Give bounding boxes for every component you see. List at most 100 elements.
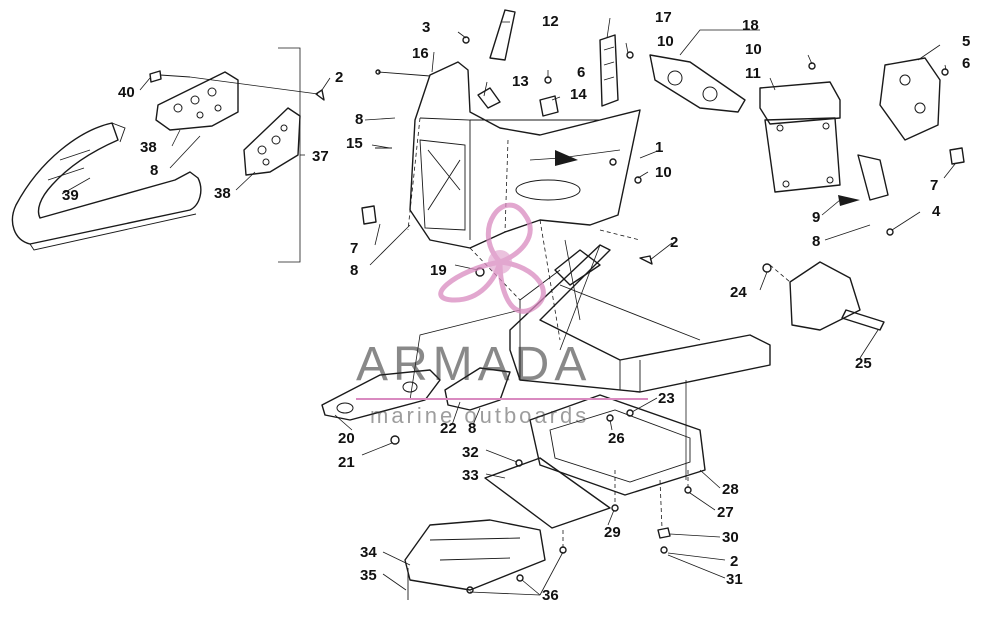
callout-12: 12: [542, 13, 559, 30]
panel-13: [477, 87, 501, 109]
plate-33: [484, 457, 611, 529]
watermark-divider: [356, 398, 648, 400]
callout-25: 25: [855, 355, 872, 372]
callout-14: 14: [570, 86, 587, 103]
callout-23: 23: [658, 390, 675, 407]
callout-38: 38: [140, 139, 157, 156]
callout-7: 7: [350, 240, 358, 257]
callout-39: 39: [62, 187, 79, 204]
tower-17: [599, 34, 619, 107]
callout-36: 36: [542, 587, 559, 604]
callout-34: 34: [360, 544, 377, 561]
mount-bracket-5: [879, 57, 941, 141]
callout-6: 6: [577, 64, 585, 81]
bumper-pad-7-icon: [361, 205, 377, 225]
callout-2: 2: [730, 553, 738, 570]
leader-lines: [61, 17, 956, 596]
callout-13: 13: [512, 73, 529, 90]
callout-26: 26: [608, 430, 625, 447]
callout-24: 24: [730, 284, 747, 301]
nut-10-icon: [626, 51, 634, 59]
callout-7: 7: [930, 177, 938, 194]
nut-10-icon: [634, 176, 642, 184]
clip-2-icon: [315, 89, 325, 101]
callout-27: 27: [717, 504, 734, 521]
screw-6-icon: [941, 68, 949, 76]
callout-3: 3: [422, 19, 430, 36]
callout-8: 8: [812, 233, 820, 250]
callout-16: 16: [412, 45, 429, 62]
main-frame: [509, 244, 771, 393]
nut-24-icon: [762, 263, 772, 273]
screw-4-icon: [886, 228, 894, 236]
bumper-bracket-38-upper: [155, 71, 239, 131]
callout-17: 17: [655, 9, 672, 26]
nut-10-icon: [808, 62, 816, 70]
screw-36-icon: [516, 574, 524, 582]
rear-mount-24: [789, 261, 861, 331]
callout-22: 22: [440, 420, 457, 437]
screw-3-icon: [462, 36, 470, 44]
bumper-pad-7-icon: [949, 147, 965, 165]
watermark-tagline: marine outboards: [370, 403, 590, 428]
callout-8: 8: [350, 262, 358, 279]
screw-36-icon: [466, 586, 474, 594]
front-frame-1: [409, 61, 641, 249]
callout-29: 29: [604, 524, 621, 541]
callout-2: 2: [670, 234, 678, 251]
callout-10: 10: [657, 33, 674, 50]
callout-10: 10: [745, 41, 762, 58]
callout-11: 11: [745, 65, 761, 82]
callout-15: 15: [346, 135, 363, 152]
screw-29-icon: [611, 504, 619, 512]
callout-40: 40: [118, 84, 135, 101]
fastener-icons: [315, 36, 965, 600]
guard-34: [404, 519, 546, 591]
callout-8: 8: [355, 111, 363, 128]
callout-37: 37: [312, 148, 329, 165]
screw-23-icon: [626, 409, 634, 417]
bumper-bracket-38-lower: [243, 107, 301, 176]
frame-arm-20: [321, 369, 441, 421]
callout-4: 4: [932, 203, 941, 220]
callout-8: 8: [150, 162, 158, 179]
clip-2-icon: [639, 255, 653, 265]
propeller-logo-icon: [438, 202, 546, 314]
callout-6: 6: [962, 55, 970, 72]
screw-31-icon: [660, 546, 668, 554]
clip-30-icon: [657, 527, 671, 539]
clip-32-icon: [515, 459, 523, 467]
callout-28: 28: [722, 481, 739, 498]
callout-labels: 40 2 38 8 38 37 39 3 16 12 13 6 14 8 15 …: [62, 9, 970, 604]
callout-9: 9: [812, 209, 820, 226]
cover-9: [764, 117, 841, 193]
callout-1: 1: [655, 139, 663, 156]
windshield-12: [489, 9, 516, 61]
callout-31: 31: [726, 571, 743, 588]
callout-20: 20: [338, 430, 355, 447]
bolt-40: [149, 70, 191, 83]
bracket-14: [539, 95, 559, 117]
callout-5: 5: [962, 33, 970, 50]
arrow-marker: [838, 195, 860, 206]
callout-30: 30: [722, 529, 739, 546]
bumper-39: [11, 122, 202, 251]
callout-38: 38: [214, 185, 231, 202]
callout-8: 8: [468, 420, 476, 437]
callout-32: 32: [462, 444, 479, 461]
nut-21-icon: [390, 435, 400, 445]
callout-2: 2: [335, 69, 343, 86]
nut-10-icon: [609, 158, 617, 166]
callout-10: 10: [655, 164, 672, 181]
callout-19: 19: [430, 262, 447, 279]
control-box-11: [759, 81, 841, 125]
bracket-plate: [857, 154, 889, 201]
watermark-brand: ARMADA: [356, 338, 592, 391]
plate-18: [649, 54, 746, 113]
rod-16: [375, 69, 431, 77]
callout-33: 33: [462, 467, 479, 484]
bolt-25-icon: [841, 309, 885, 331]
skid-plate-28: [529, 394, 706, 496]
